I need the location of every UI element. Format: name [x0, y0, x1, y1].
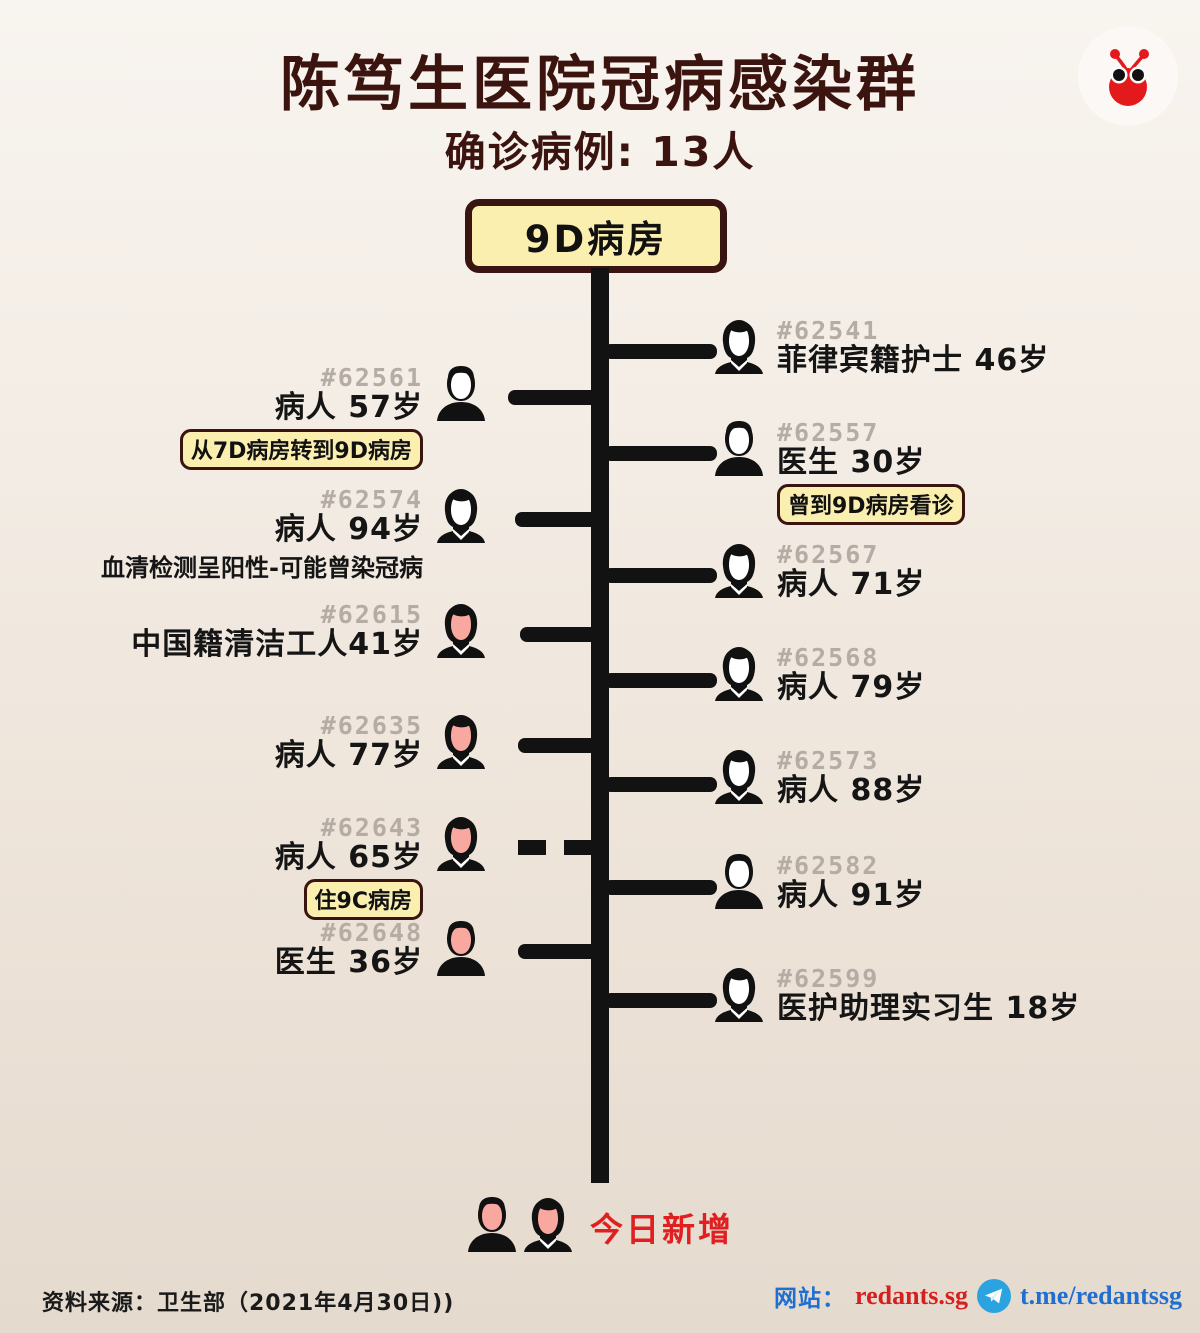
person-female-icon	[713, 542, 765, 603]
person-male-icon	[435, 365, 487, 426]
person-female-icon	[713, 748, 765, 809]
case-desc: 病人 77岁	[274, 738, 423, 774]
case-row: #62635 病人 77岁	[274, 711, 487, 774]
case-id: #62615	[320, 600, 423, 629]
case-row: #62582 病人 91岁	[713, 851, 926, 914]
case-desc: 病人 71岁	[777, 567, 926, 603]
branch-right-5	[604, 880, 717, 895]
case-id: #62557	[777, 418, 880, 447]
case-row: #62541 菲律宾籍护士 46岁	[713, 316, 1050, 379]
branch-left-2	[520, 627, 600, 642]
red-ant-logo	[1078, 26, 1178, 126]
source-note: 资料来源：卫生部（2021年4月30日))	[42, 1291, 455, 1316]
case-row: #62574 病人 94岁 血清检测呈阳性-可能曾染冠病	[101, 485, 487, 583]
branch-left-3	[518, 738, 600, 753]
case-id: #62648	[320, 918, 423, 947]
case-desc: 医生 36岁	[274, 945, 423, 981]
branch-left-5	[518, 944, 600, 959]
case-desc: 病人 65岁	[274, 840, 423, 876]
case-id: #62599	[777, 964, 880, 993]
case-desc: 中国籍清洁工人41岁	[131, 627, 423, 663]
case-id: #62574	[320, 485, 423, 514]
case-desc: 病人 57岁	[274, 390, 423, 426]
legend-label: 今日新增	[590, 1209, 734, 1249]
branch-right-6	[604, 993, 717, 1008]
case-badge: 曾到9D病房看诊	[777, 483, 965, 525]
branch-right-3	[604, 673, 717, 688]
branch-left-0	[508, 390, 600, 405]
person-female-new-icon	[435, 602, 487, 663]
person-male-icon	[713, 853, 765, 914]
case-row: #62599 医护助理实习生 18岁	[713, 964, 1081, 1027]
case-id: #62568	[777, 643, 880, 672]
red-ant-icon	[1109, 49, 1149, 106]
case-desc: 医生 30岁	[777, 445, 926, 481]
case-desc: 菲律宾籍护士 46岁	[777, 343, 1050, 379]
case-row: #62615 中国籍清洁工人41岁	[131, 600, 487, 663]
case-row: #62648 医生 36岁	[274, 918, 487, 981]
website-link[interactable]: redants.sg	[855, 1281, 968, 1310]
branch-right-2	[604, 568, 717, 583]
case-id: #62567	[777, 540, 880, 569]
case-note: 血清检测呈阳性-可能曾染冠病	[101, 553, 423, 582]
person-female-icon	[713, 966, 765, 1027]
case-row: #62643 病人 65岁 住9C病房	[274, 813, 487, 920]
person-female-new-icon	[522, 1196, 574, 1257]
person-male-new-icon	[466, 1196, 518, 1257]
person-female-new-icon	[435, 815, 487, 876]
branch-right-0	[604, 344, 717, 359]
case-desc: 病人 94岁	[274, 512, 423, 548]
case-row: #62573 病人 88岁	[713, 746, 926, 809]
person-male-new-icon	[435, 920, 487, 981]
case-desc: 病人 88岁	[777, 773, 926, 809]
page-title: 陈笃生医院冠病感染群	[280, 50, 920, 120]
case-badge: 住9C病房	[303, 878, 423, 920]
case-id: #62582	[777, 851, 880, 880]
case-id: #62635	[320, 711, 423, 740]
person-female-icon	[713, 645, 765, 706]
branch-left-1	[515, 512, 600, 527]
case-badge: 从7D病房转到9D病房	[179, 428, 423, 470]
case-desc: 病人 91岁	[777, 878, 926, 914]
telegram-icon	[976, 1279, 1011, 1313]
person-female-new-icon	[435, 713, 487, 774]
case-id: #62573	[777, 746, 880, 775]
case-desc: 医护助理实习生 18岁	[777, 991, 1081, 1027]
ward-label-box: 9D病房	[465, 199, 727, 273]
branch-right-1	[604, 446, 717, 461]
case-id: #62541	[777, 316, 880, 345]
person-female-icon	[435, 487, 487, 548]
case-id: #62643	[320, 813, 423, 842]
case-row: #62557 医生 30岁 曾到9D病房看诊	[713, 418, 965, 525]
case-row: #62567 病人 71岁	[713, 540, 926, 603]
person-male-icon	[713, 420, 765, 481]
website-label: 网站：	[774, 1286, 847, 1312]
case-row: #62561 病人 57岁 从7D病房转到9D病房	[179, 363, 487, 470]
case-row: #62568 病人 79岁	[713, 643, 926, 706]
timeline-spine	[591, 268, 609, 1183]
footer: 资料来源：卫生部（2021年4月30日)) 网站： redants.sg t.m…	[0, 1277, 1200, 1321]
telegram-link[interactable]: t.me/redantssg	[1019, 1281, 1182, 1310]
branch-left-4	[518, 840, 602, 855]
ward-label: 9D病房	[524, 218, 668, 261]
link-bar: 网站： redants.sg t.me/redantssg	[774, 1279, 1182, 1313]
legend: 今日新增	[0, 1196, 1200, 1257]
case-id: #62561	[320, 363, 423, 392]
branch-right-4	[604, 777, 717, 792]
case-desc: 病人 79岁	[777, 670, 926, 706]
page-subtitle: 确诊病例: 13人	[444, 128, 756, 176]
person-female-icon	[713, 318, 765, 379]
